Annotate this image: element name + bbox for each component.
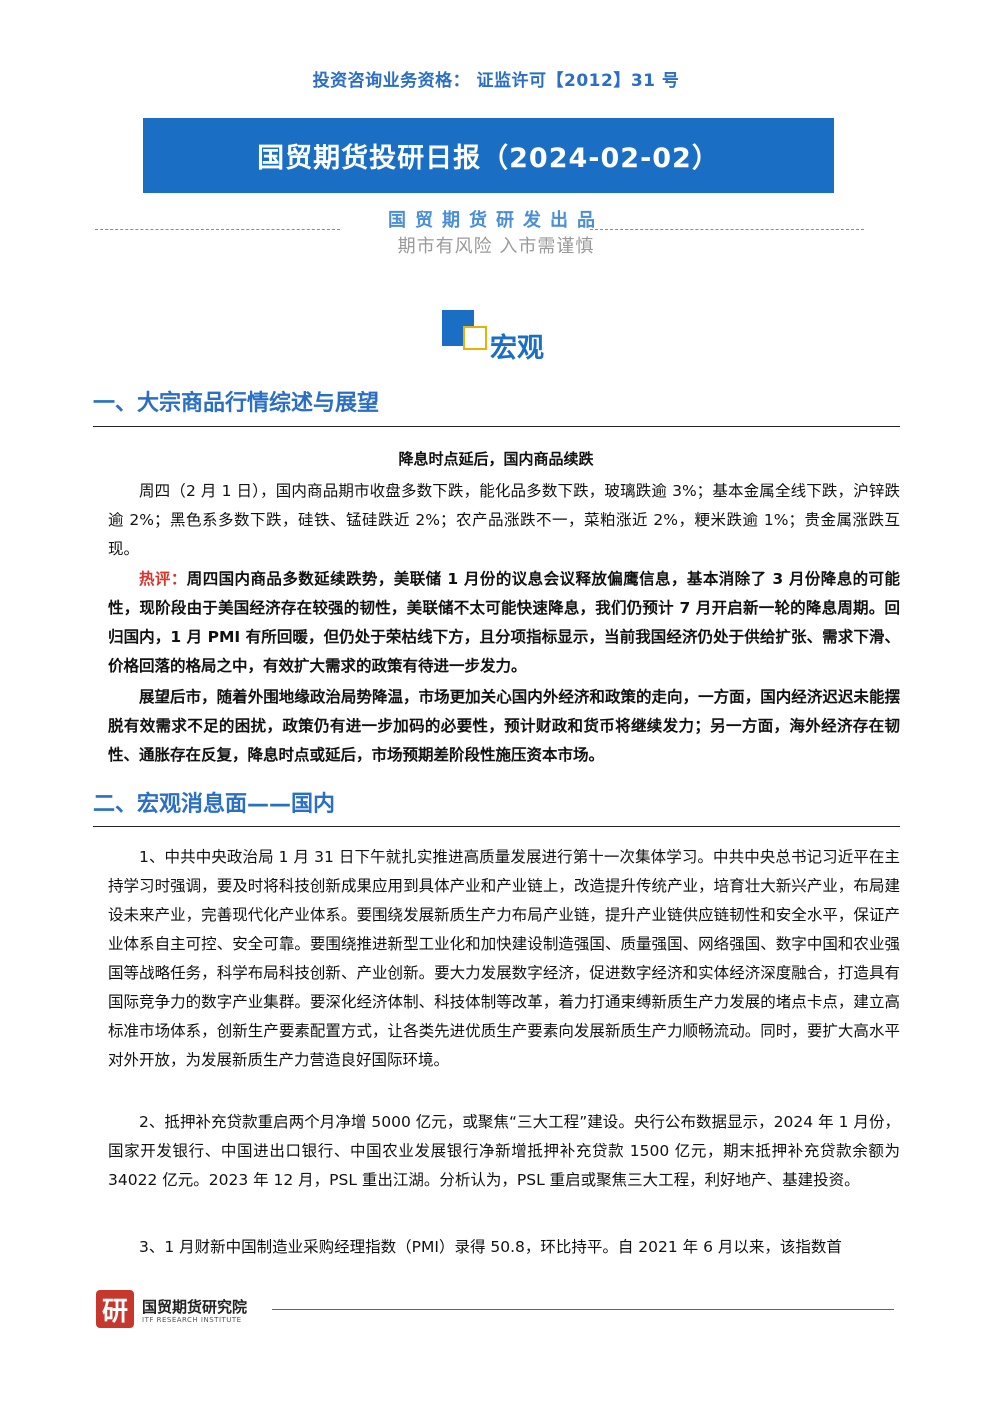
commentary-text: 周四国内商品多数延续跌势，美联储 1 月份的议息会议释放偏鹰信息，基本消除了 3… — [108, 570, 900, 675]
report-title: 国贸期货投研日报（2024-02-02） — [257, 143, 720, 174]
heading-rule — [93, 426, 900, 427]
heading-commodity-review: 一、大宗商品行情综述与展望 — [93, 391, 380, 416]
footer-org-english: ITF RESEARCH INSTITUTE — [142, 1316, 242, 1324]
risk-notice: 期市有风险 入市需谨慎 — [397, 236, 595, 257]
footer-org-name: 国贸期货研究院 — [142, 1298, 248, 1316]
paragraph-commentary: 热评：周四国内商品多数延续跌势，美联储 1 月份的议息会议释放偏鹰信息，基本消除… — [108, 565, 900, 681]
news-item-1: 1、中共中央政治局 1 月 31 日下午就扎实推进高质量发展进行第十一次集体学习… — [108, 848, 900, 1069]
producer-line: 国贸期货研发出品 — [388, 210, 604, 231]
report-banner: 国贸期货投研日报（2024-02-02） — [143, 118, 834, 193]
commentary-label: 热评： — [139, 570, 187, 588]
divider-left — [95, 229, 340, 230]
license-line: 投资咨询业务资格： 证监许可【2012】31 号 — [312, 71, 680, 91]
news-item-2: 2、抵押补充贷款重启两个月净增 5000 亿元，或聚焦“三大工程”建设。央行公布… — [108, 1113, 900, 1189]
section-square-icon — [442, 310, 502, 360]
section-title: 宏观 — [490, 333, 544, 364]
divider-right — [590, 229, 864, 230]
heading-macro-news: 二、宏观消息面——国内 — [93, 792, 336, 817]
article-subtitle: 降息时点延后，国内商品续跌 — [398, 450, 594, 468]
footer-divider — [272, 1309, 894, 1310]
heading-rule — [93, 826, 900, 827]
news-item-3: 3、1 月财新中国制造业采购经理指数（PMI）录得 50.8，环比持平。自 20… — [139, 1238, 842, 1256]
paragraph-outlook: 展望后市，随着外围地缘政治局势降温，市场更加关心国内外经济和政策的走向，一方面，… — [108, 688, 900, 764]
paragraph-market-summary: 周四（2 月 1 日），国内商品期市收盘多数下跌，能化品多数下跌，玻璃跌逾 3%… — [108, 482, 900, 558]
research-logo-icon: 研 — [96, 1290, 134, 1328]
